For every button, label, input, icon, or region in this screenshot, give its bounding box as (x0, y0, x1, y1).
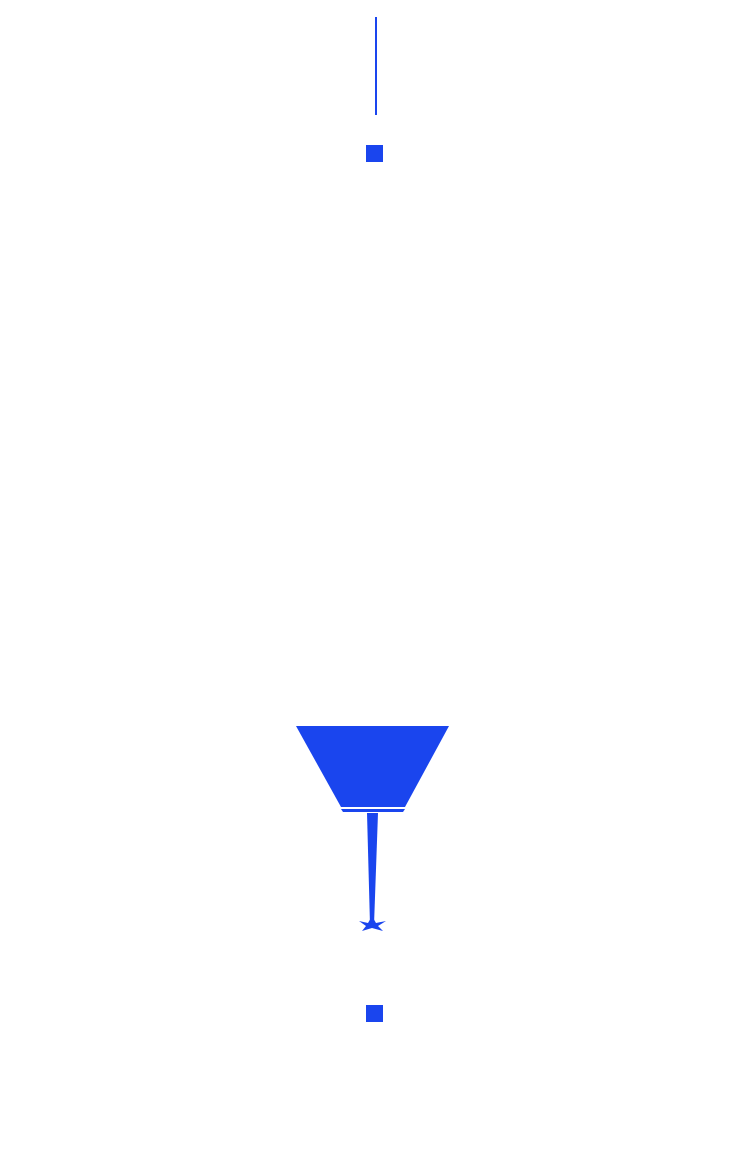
vertical-line (375, 17, 377, 115)
funnel-band (341, 809, 405, 812)
funnel-trapezoid (296, 726, 449, 807)
funnel-stem (367, 813, 378, 925)
bottom-square-marker (366, 1005, 383, 1022)
star-tip-icon (359, 916, 386, 931)
top-square-marker (366, 145, 383, 162)
